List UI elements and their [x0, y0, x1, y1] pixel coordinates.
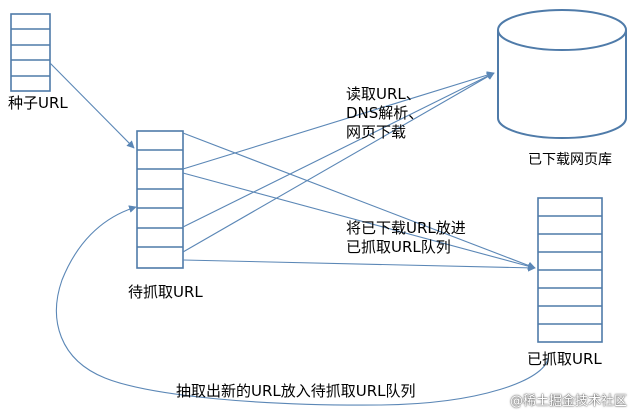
- move-step-label: 将已下载URL放进 已抓取URL队列: [346, 219, 466, 257]
- downloaded-library-label: 已下载网页库: [528, 152, 612, 168]
- extract-loop-arrow: [55, 205, 549, 406]
- move-arrow-1: [182, 132, 536, 270]
- move-arrow-2: [182, 172, 536, 270]
- move-step-line: 已抓取URL队列: [346, 238, 451, 256]
- fetch-arrow-1: [182, 71, 495, 170]
- read-step-label: 读取URL、 DNS解析、 网页下载: [346, 85, 423, 142]
- fetch-arrow-3: [182, 72, 495, 253]
- read-step-line: 网页下载: [346, 123, 407, 141]
- fetch-arrow-2: [182, 72, 495, 228]
- seed-url-label: 种子URL: [8, 94, 68, 112]
- crawled-url-queue: [537, 197, 603, 343]
- move-arrow-3: [182, 259, 536, 272]
- seed-url-queue: [10, 13, 51, 92]
- extract-step-label: 抽取出新的URL放入待抓取URL队列: [176, 382, 416, 400]
- read-step-line: 读取URL、: [346, 85, 421, 103]
- pending-url-queue: [136, 130, 184, 269]
- move-step-line: 将已下载URL放进: [346, 219, 466, 237]
- watermark: @稀土掘金技术社区: [509, 394, 627, 409]
- pending-url-label: 待抓取URL: [128, 283, 203, 301]
- crawled-url-label: 已抓取URL: [527, 350, 602, 368]
- read-step-line: DNS解析、: [346, 104, 424, 122]
- downloaded-pages-database: [497, 9, 627, 139]
- seed-to-pending-arrow: [49, 62, 135, 149]
